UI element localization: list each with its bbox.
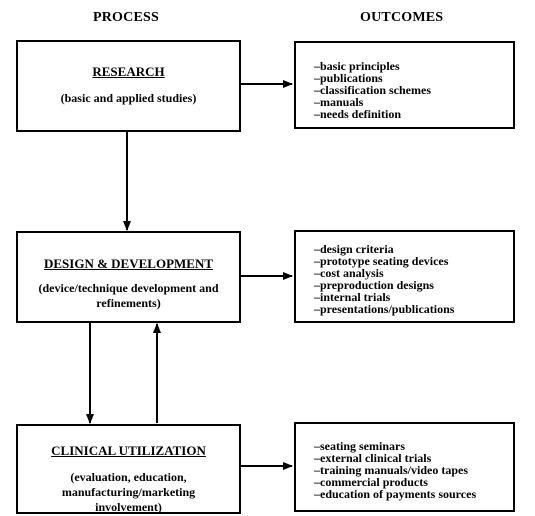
design-outcomes-list: –design criteria–prototype seating devic…	[314, 243, 513, 315]
research-outcome-item: –basic principles	[314, 59, 400, 73]
design-outcome-item: –preproduction designs	[314, 278, 434, 292]
design-outcome-item: –prototype seating devices	[314, 254, 449, 268]
research-outcome-item: –classification schemes	[314, 83, 431, 97]
design-outcome-item: –presentations/publications	[314, 302, 455, 316]
clinical-outcome-item: –training manuals/video tapes	[314, 463, 469, 477]
design-title: DESIGN & DEVELOPMENT	[43, 256, 214, 271]
clinical-title: CLINICAL UTILIZATION	[51, 443, 206, 458]
design-subtitle: (device/technique development and refine…	[38, 281, 219, 310]
research-outcome-item: –manuals	[314, 95, 364, 109]
research-outcome-item: –publications	[314, 71, 383, 85]
design-outcomes-box: –design criteria–prototype seating devic…	[294, 230, 515, 323]
design-box: DESIGN & DEVELOPMENT (device/technique d…	[16, 231, 241, 323]
clinical-outcome-item: –commercial products	[314, 475, 428, 489]
research-box: RESEARCH (basic and applied studies)	[16, 40, 241, 132]
clinical-outcomes-box: –seating seminars–external clinical tria…	[294, 422, 515, 512]
outcomes-header: OUTCOMES	[360, 10, 444, 25]
design-outcome-item: –design criteria	[314, 242, 394, 256]
design-outcome-item: –cost analysis	[314, 266, 384, 280]
clinical-subtitle: (evaluation, education, manufacturing/ma…	[61, 470, 196, 514]
research-outcomes-list: –basic principles–publications–classific…	[314, 60, 513, 120]
clinical-outcome-item: –education of payments sources	[314, 487, 477, 501]
research-outcomes-box: –basic principles–publications–classific…	[294, 41, 515, 129]
clinical-outcomes-list: –seating seminars–external clinical tria…	[314, 440, 513, 500]
research-subtitle: (basic and applied studies)	[60, 91, 197, 105]
research-title: RESEARCH	[92, 64, 165, 79]
clinical-box: CLINICAL UTILIZATION (evaluation, educat…	[16, 424, 241, 514]
design-outcome-item: –internal trials	[314, 290, 391, 304]
clinical-outcome-item: –seating seminars	[314, 439, 405, 453]
research-outcome-item: –needs definition	[314, 107, 402, 121]
process-header: PROCESS	[93, 10, 159, 25]
clinical-outcome-item: –external clinical trials	[314, 451, 432, 465]
